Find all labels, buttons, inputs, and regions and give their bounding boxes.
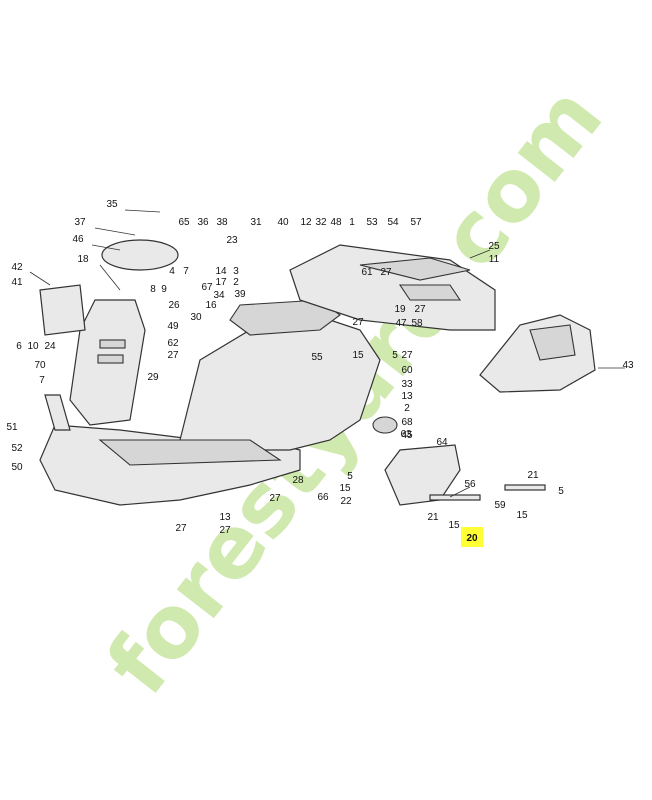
part-label-39: 39 [234, 289, 246, 300]
part-label-49: 49 [167, 321, 179, 332]
part-label-30: 30 [190, 312, 202, 323]
part-label-14: 14 [215, 266, 227, 277]
part-label-57: 57 [410, 217, 422, 228]
part-label-33: 33 [401, 379, 413, 390]
part-label-32: 32 [315, 217, 327, 228]
part-label-3: 3 [233, 266, 239, 277]
part-label-5: 5 [392, 350, 398, 361]
part-label-2: 2 [233, 277, 239, 288]
part-label-34: 34 [213, 290, 225, 301]
part-label-27: 27 [352, 317, 364, 328]
part-label-15: 15 [339, 483, 351, 494]
part-label-46: 46 [72, 234, 84, 245]
part-label-41: 41 [11, 277, 23, 288]
part-label-5: 5 [558, 486, 564, 497]
part-label-11: 11 [489, 254, 500, 265]
part-label-13: 13 [219, 512, 231, 523]
part-label-18: 18 [77, 254, 89, 265]
part-label-68: 68 [401, 417, 413, 428]
part-label-15: 15 [352, 350, 364, 361]
part-label-7: 7 [183, 266, 189, 277]
part-label-45: 45 [401, 430, 413, 441]
part-label-53: 53 [366, 217, 378, 228]
part-label-4: 4 [169, 266, 175, 277]
part-label-13: 13 [401, 391, 413, 402]
part-label-2: 2 [404, 403, 410, 414]
part-label-31: 31 [250, 217, 262, 228]
floor-panel [44, 394, 282, 466]
part-label-15: 15 [448, 520, 460, 531]
part-label-25: 25 [488, 241, 500, 252]
part-label-1: 1 [349, 217, 355, 228]
part-label-17: 17 [215, 277, 227, 288]
part-label-10: 10 [27, 341, 39, 352]
part-label-27: 27 [401, 350, 413, 361]
part-label-27: 27 [167, 350, 179, 361]
highlight-label-text: 20 [466, 533, 478, 544]
part-label-55: 55 [311, 352, 323, 363]
part-label-12: 12 [300, 217, 312, 228]
hood-assembly [39, 244, 496, 506]
part-label-42: 42 [11, 262, 23, 273]
seat [479, 314, 596, 393]
part-label-27: 27 [175, 523, 187, 534]
part-label-7: 7 [39, 375, 45, 386]
part-label-66: 66 [317, 492, 329, 503]
part-label-67: 67 [201, 282, 213, 293]
part-label-51: 51 [6, 422, 18, 433]
part-label-29: 29 [147, 372, 159, 383]
part-label-63: 63 [400, 429, 412, 440]
part-label-47: 47 [395, 318, 407, 329]
part-label-22: 22 [340, 496, 352, 507]
part-label-35: 35 [106, 199, 118, 210]
part-label-16: 16 [205, 300, 217, 311]
part-label-43: 43 [622, 360, 634, 371]
part-label-62: 62 [167, 338, 179, 349]
highlight-box [461, 527, 483, 547]
part-label-26: 26 [168, 300, 180, 311]
part-label-8: 8 [150, 284, 156, 295]
part-label-70: 70 [34, 360, 46, 371]
part-label-24: 24 [44, 341, 56, 352]
part-label-23: 23 [226, 235, 238, 246]
part-label-27: 27 [414, 304, 426, 315]
part-label-9: 9 [161, 284, 167, 295]
part-label-28: 28 [292, 475, 304, 486]
part-label-58: 58 [411, 318, 423, 329]
part-label-6: 6 [16, 341, 22, 352]
part-label-27: 27 [219, 525, 231, 536]
part-label-27: 27 [269, 493, 281, 504]
leader-lines [29, 209, 625, 498]
part-label-15: 15 [516, 510, 528, 521]
part-label-21: 21 [527, 470, 539, 481]
steering-column [39, 239, 179, 426]
part-label-48: 48 [330, 217, 342, 228]
part-label-56: 56 [464, 479, 476, 490]
part-label-38: 38 [216, 217, 228, 228]
part-label-19: 19 [394, 304, 406, 315]
part-label-61: 61 [361, 267, 373, 278]
part-label-65: 65 [178, 217, 190, 228]
part-label-36: 36 [197, 217, 209, 228]
part-label-60: 60 [401, 365, 413, 376]
fuel-tank [372, 416, 546, 506]
part-label-40: 40 [277, 217, 289, 228]
part-label-64: 64 [436, 437, 448, 448]
part-label-52: 52 [11, 443, 23, 454]
highlighted-part-label: 20 [461, 527, 483, 547]
part-label-50: 50 [11, 462, 23, 473]
part-label-37: 37 [74, 217, 86, 228]
part-label-54: 54 [387, 217, 399, 228]
part-label-27: 27 [380, 267, 392, 278]
part-label-59: 59 [494, 500, 506, 511]
part-label-5: 5 [347, 471, 353, 482]
part-label-21: 21 [427, 512, 439, 523]
